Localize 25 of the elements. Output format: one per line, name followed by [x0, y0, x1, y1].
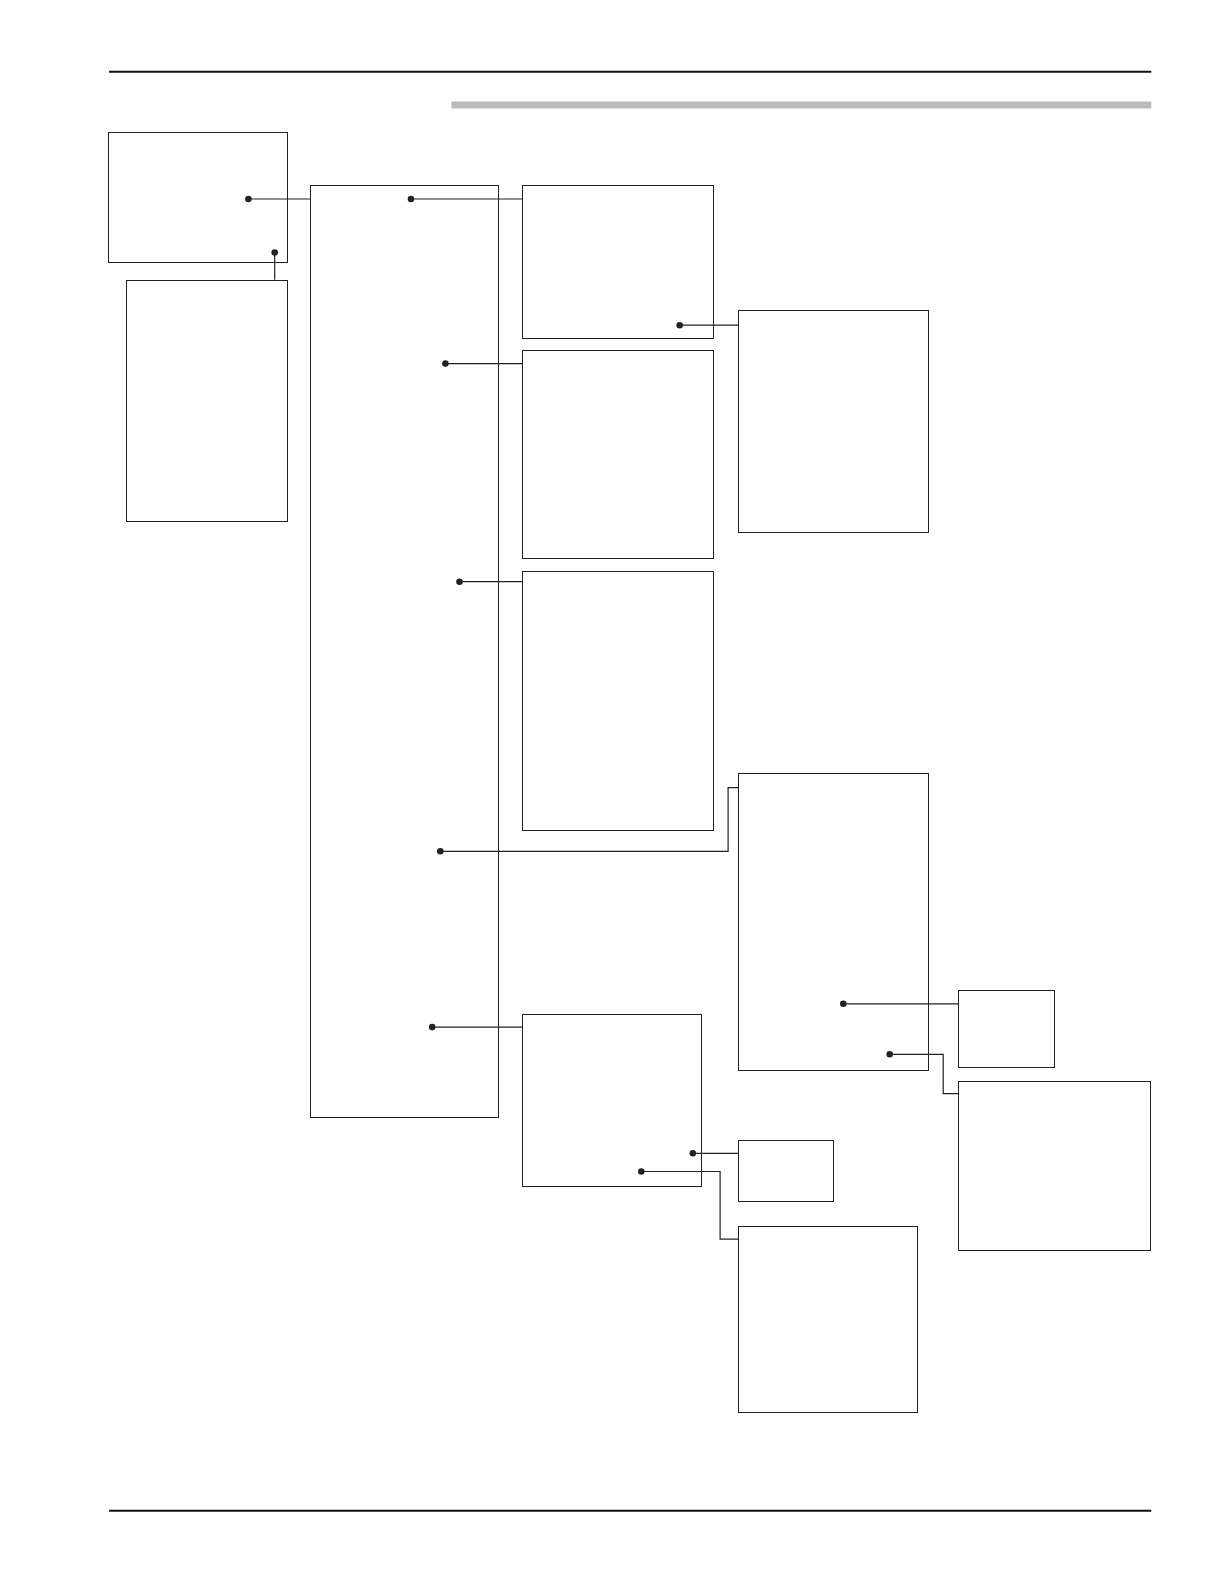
empty-box [126, 279, 288, 523]
leader-line [407, 195, 523, 203]
leader-line [271, 249, 278, 281]
empty-box [310, 184, 499, 1118]
leader-line [840, 1000, 959, 1008]
empty-box [738, 1226, 918, 1413]
leader-line [689, 1150, 739, 1157]
empty-box [522, 184, 714, 340]
leader-line [245, 195, 311, 203]
empty-box [108, 132, 288, 263]
leader-line [437, 787, 739, 855]
leader-line [638, 1168, 739, 1240]
empty-box [738, 772, 930, 1072]
leader-line [442, 360, 523, 367]
empty-box [522, 570, 714, 832]
leader-line [456, 578, 523, 585]
empty-box [522, 350, 714, 560]
empty-box [522, 1013, 702, 1187]
leader-line [886, 1051, 959, 1095]
leader-line [676, 321, 739, 329]
empty-box [958, 1080, 1152, 1252]
leader-line [428, 1023, 523, 1031]
empty-box [738, 1140, 835, 1202]
empty-box [958, 989, 1056, 1069]
empty-box [738, 310, 930, 534]
